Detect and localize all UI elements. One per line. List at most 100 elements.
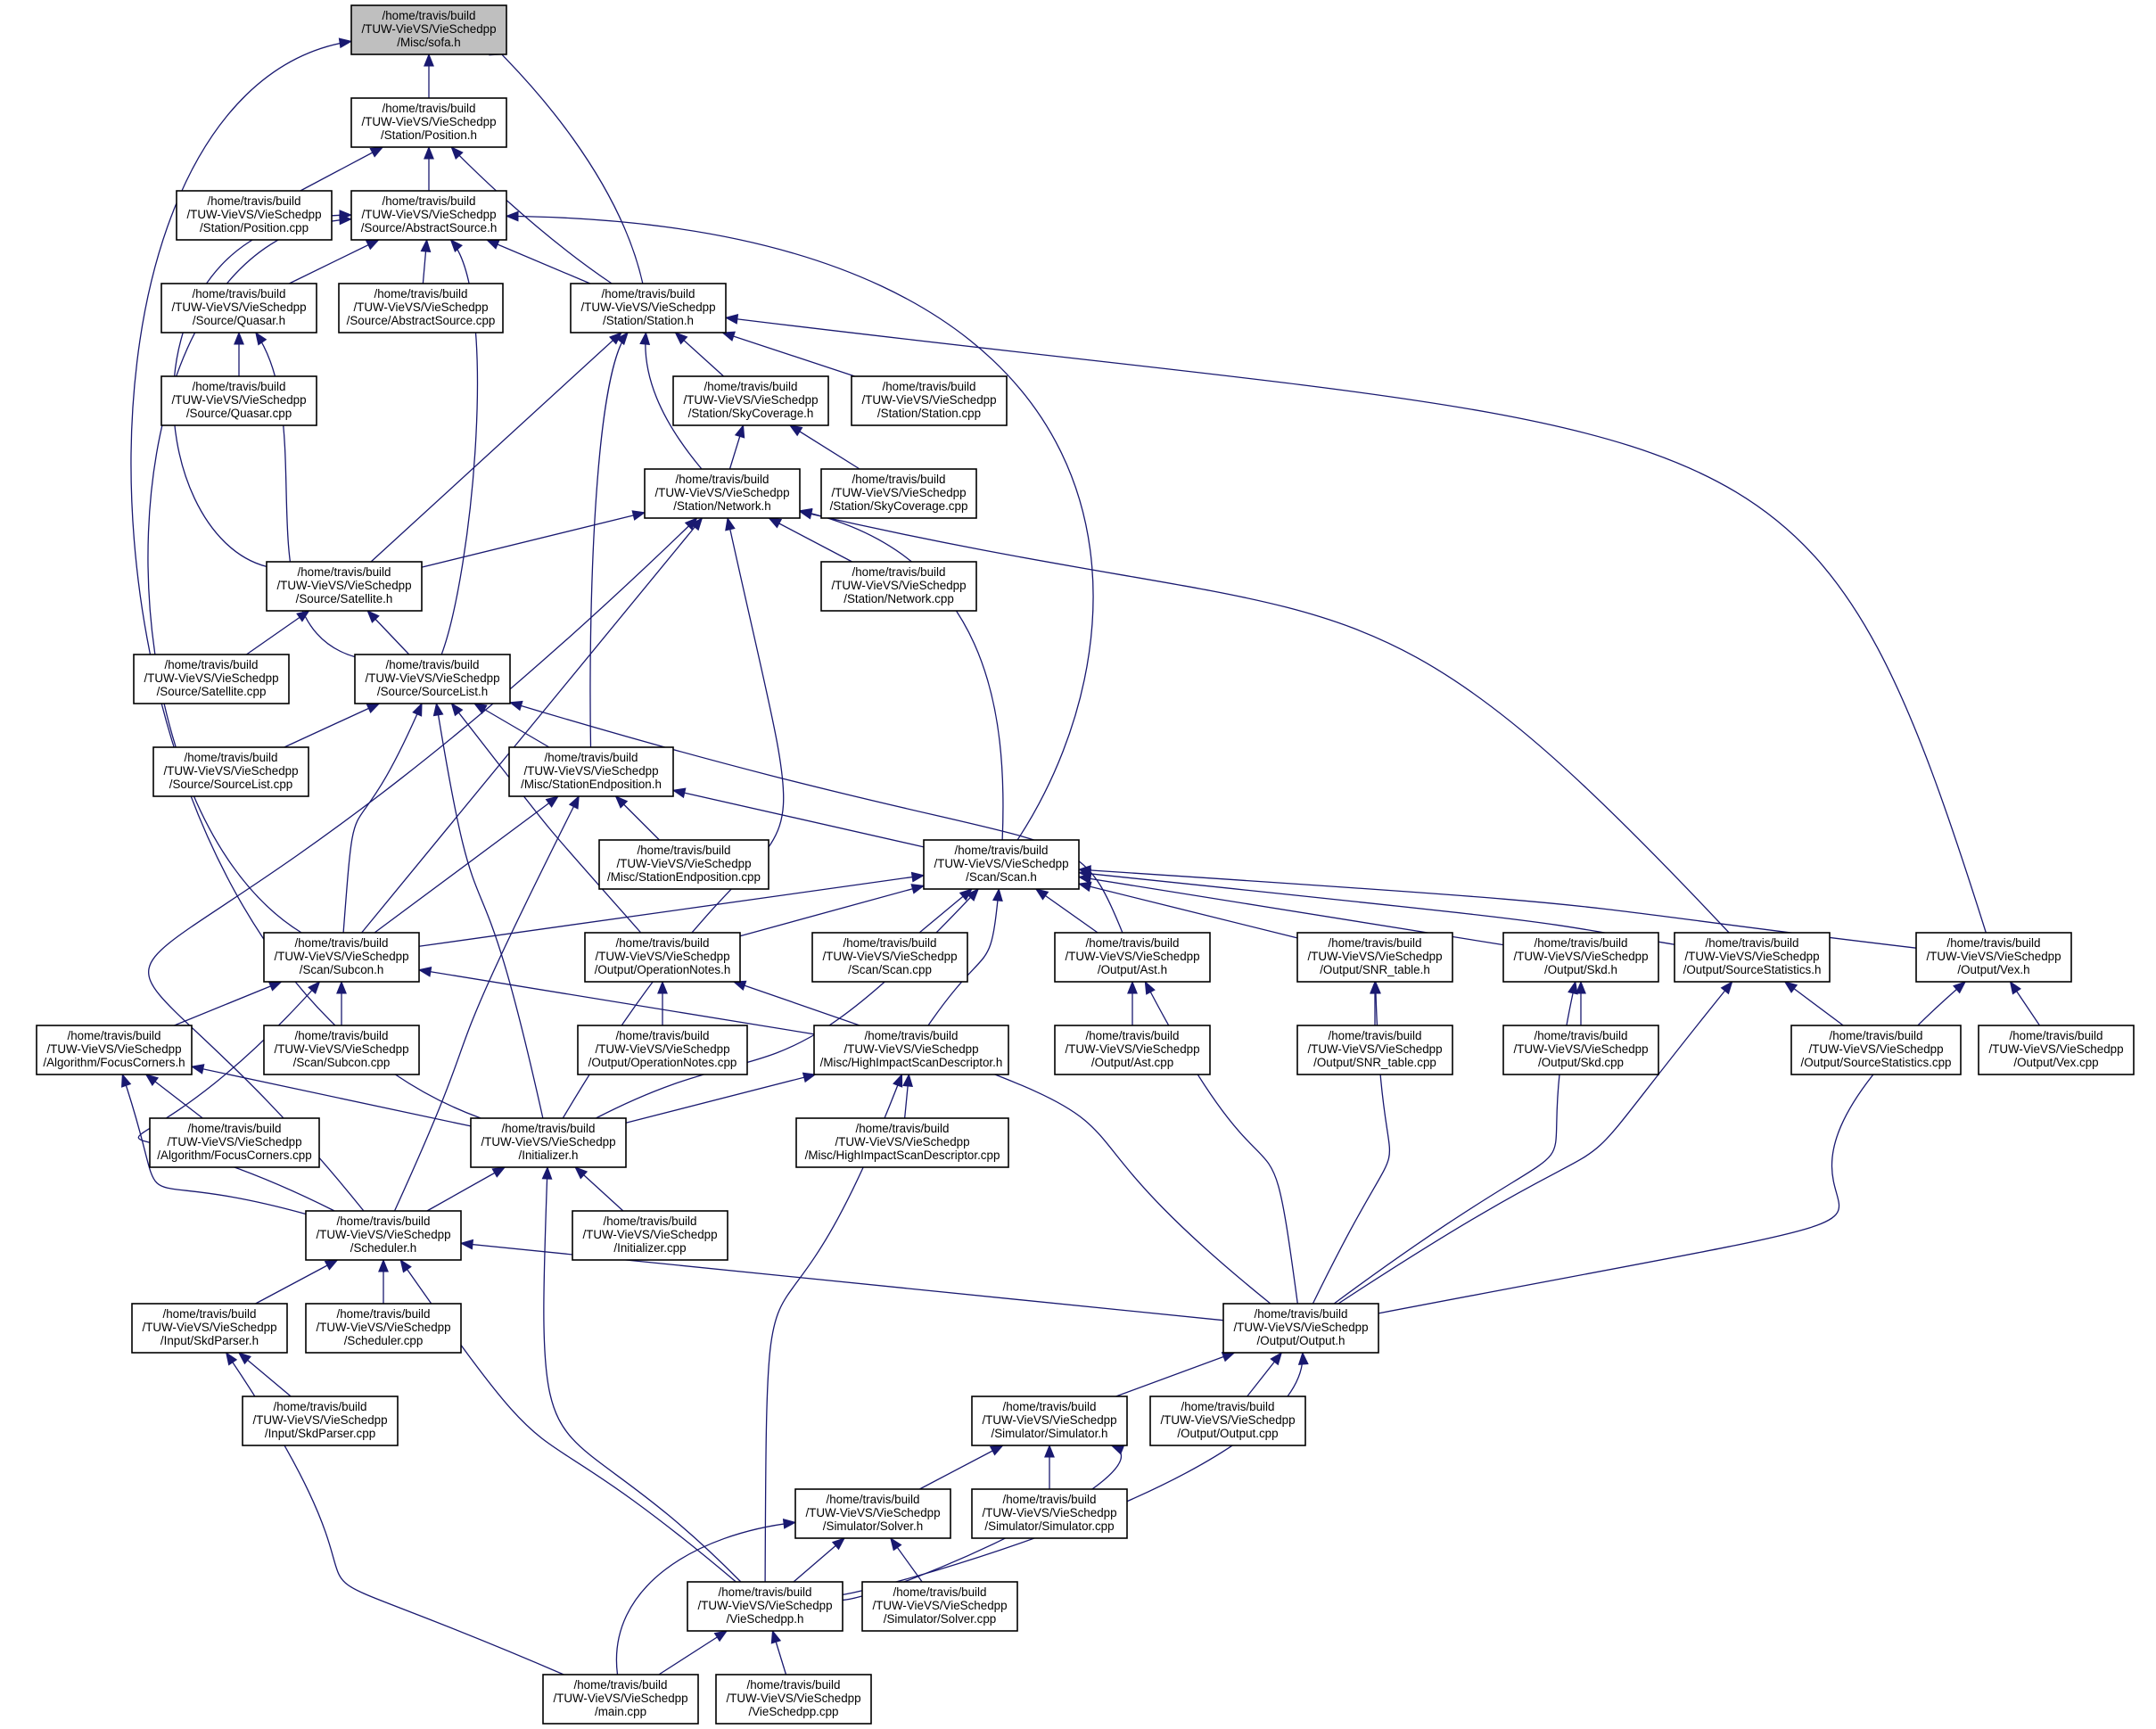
node-label-line: /TUW-VieVS/VieSchedpp: [822, 950, 957, 963]
node-operationnotes-h[interactable]: /home/travis/build/TUW-VieVS/VieSchedpp/…: [584, 932, 741, 983]
edge-arrowhead: [296, 610, 310, 622]
node-box: [923, 839, 1080, 890]
edge-arrowhead: [366, 703, 381, 714]
edge-scan_h-to-abstractsource_h: [505, 210, 1094, 841]
node-focuscorners-h[interactable]: /home/travis/build/TUW-VieVS/VieSchedpp/…: [36, 1025, 193, 1075]
node-sourcelist-cpp[interactable]: /home/travis/build/TUW-VieVS/VieSchedpp/…: [152, 746, 309, 797]
node-sourcelist-h[interactable]: /home/travis/build/TUW-VieVS/VieSchedpp/…: [354, 654, 511, 704]
node-ast-cpp[interactable]: /home/travis/build/TUW-VieVS/VieSchedpp/…: [1054, 1025, 1211, 1075]
node-stationendposition-h[interactable]: /home/travis/build/TUW-VieVS/VieSchedpp/…: [508, 746, 674, 797]
node-skdparser-cpp[interactable]: /home/travis/build/TUW-VieVS/VieSchedpp/…: [242, 1396, 399, 1446]
edge-line: [645, 332, 703, 470]
node-label-line: /TUW-VieVS/VieSchedpp: [1160, 1413, 1295, 1427]
node-sofa[interactable]: /home/travis/build/TUW-VieVS/VieSchedpp/…: [350, 4, 507, 55]
node-scheduler-cpp[interactable]: /home/travis/build/TUW-VieVS/VieSchedpp/…: [305, 1303, 462, 1354]
node-output-cpp[interactable]: /home/travis/build/TUW-VieVS/VieSchedpp/…: [1149, 1396, 1306, 1446]
node-skdparser-h[interactable]: /home/travis/build/TUW-VieVS/VieSchedpp/…: [131, 1303, 288, 1354]
node-label-line: /Algorithm/FocusCorners.cpp: [157, 1149, 311, 1162]
node-label-line: /home/travis/build: [208, 194, 301, 208]
node-label-line: /Scan/Subcon.cpp: [293, 1056, 391, 1069]
node-abstractsource-h[interactable]: /home/travis/build/TUW-VieVS/VieSchedpp/…: [350, 190, 507, 241]
edge-subcon_h-to-network_h: [361, 516, 704, 934]
node-quasar-cpp[interactable]: /home/travis/build/TUW-VieVS/VieSchedpp/…: [160, 375, 317, 426]
node-initializer-h[interactable]: /home/travis/build/TUW-VieVS/VieSchedpp/…: [470, 1117, 627, 1168]
node-satellite-h[interactable]: /home/travis/build/TUW-VieVS/VieSchedpp/…: [266, 561, 423, 612]
edge-sourcelist_h-to-abstractsource_h: [440, 238, 479, 655]
node-station-cpp[interactable]: /home/travis/build/TUW-VieVS/VieSchedpp/…: [851, 375, 1008, 426]
node-vex-cpp[interactable]: /home/travis/build/TUW-VieVS/VieSchedpp/…: [1978, 1025, 2135, 1075]
edge-arrowhead: [966, 888, 980, 902]
node-subcon-cpp[interactable]: /home/travis/build/TUW-VieVS/VieSchedpp/…: [263, 1025, 420, 1075]
node-label-line: /TUW-VieVS/VieSchedpp: [163, 764, 298, 778]
node-label-line: /home/travis/build: [704, 380, 798, 393]
node-box: [1296, 932, 1453, 983]
edge-arrowhead: [267, 981, 283, 992]
node-snr-table-cpp[interactable]: /home/travis/build/TUW-VieVS/VieSchedpp/…: [1296, 1025, 1453, 1075]
edge-arrowhead: [491, 1166, 506, 1178]
edge-arrowhead: [324, 1259, 339, 1271]
node-simulator-cpp[interactable]: /home/travis/build/TUW-VieVS/VieSchedpp/…: [971, 1488, 1128, 1539]
node-label-line: /home/travis/build: [68, 1029, 161, 1042]
node-vieschedpp-cpp[interactable]: /home/travis/build/TUW-VieVS/VieSchedpp/…: [715, 1674, 872, 1725]
node-skycoverage-cpp[interactable]: /home/travis/build/TUW-VieVS/VieSchedpp/…: [820, 468, 977, 519]
node-scan-h[interactable]: /home/travis/build/TUW-VieVS/VieSchedpp/…: [923, 839, 1080, 890]
node-output-h[interactable]: /home/travis/build/TUW-VieVS/VieSchedpp/…: [1222, 1303, 1379, 1354]
node-solver-cpp[interactable]: /home/travis/build/TUW-VieVS/VieSchedpp/…: [861, 1581, 1018, 1632]
edge-arrowhead: [614, 795, 629, 809]
node-network-h[interactable]: /home/travis/build/TUW-VieVS/VieSchedpp/…: [644, 468, 801, 519]
node-ast-h[interactable]: /home/travis/build/TUW-VieVS/VieSchedpp/…: [1054, 932, 1211, 983]
node-skd-cpp[interactable]: /home/travis/build/TUW-VieVS/VieSchedpp/…: [1502, 1025, 1659, 1075]
node-label-line: /Output/Ast.h: [1098, 963, 1167, 976]
node-initializer-cpp[interactable]: /home/travis/build/TUW-VieVS/VieSchedpp/…: [572, 1210, 728, 1261]
edge-station_h-to-position_h: [450, 146, 613, 284]
node-stationendposition-cpp[interactable]: /home/travis/build/TUW-VieVS/VieSchedpp/…: [598, 839, 769, 890]
node-quasar-h[interactable]: /home/travis/build/TUW-VieVS/VieSchedpp/…: [160, 283, 317, 333]
edge-arrowhead: [417, 966, 432, 977]
edge-quasar_h-to-abstractsource_h: [289, 239, 380, 284]
node-main-cpp[interactable]: /home/travis/build/TUW-VieVS/VieSchedpp/…: [542, 1674, 699, 1725]
node-network-cpp[interactable]: /home/travis/build/TUW-VieVS/VieSchedpp/…: [820, 561, 977, 612]
node-position-h[interactable]: /home/travis/build/TUW-VieVS/VieSchedpp/…: [350, 97, 507, 148]
edge-arrowhead: [485, 239, 500, 250]
node-station-h[interactable]: /home/travis/build/TUW-VieVS/VieSchedpp/…: [570, 283, 727, 333]
edge-arrowhead: [1297, 1351, 1309, 1365]
node-sourcestatistics-cpp[interactable]: /home/travis/build/TUW-VieVS/VieSchedpp/…: [1790, 1025, 1962, 1075]
node-operationnotes-cpp[interactable]: /home/travis/build/TUW-VieVS/VieSchedpp/…: [577, 1025, 748, 1075]
edge-line: [927, 888, 1000, 1026]
edge-arrowhead: [802, 1072, 817, 1083]
node-label-line: /TUW-VieVS/VieSchedpp: [1513, 950, 1648, 963]
node-focuscorners-cpp[interactable]: /home/travis/build/TUW-VieVS/VieSchedpp/…: [149, 1117, 320, 1168]
node-box: [1296, 1025, 1453, 1075]
node-label-line: /home/travis/build: [604, 1214, 697, 1228]
node-label-line: /Initializer.h: [519, 1149, 579, 1162]
node-vieschedpp-h[interactable]: /home/travis/build/TUW-VieVS/VieSchedpp/…: [687, 1581, 843, 1632]
node-snr-table-h[interactable]: /home/travis/build/TUW-VieVS/VieSchedpp/…: [1296, 932, 1453, 983]
node-scheduler-h[interactable]: /home/travis/build/TUW-VieVS/VieSchedpp/…: [305, 1210, 462, 1261]
edge-operationnotes_h-to-sourcelist_h: [450, 702, 642, 934]
edge-highimpact_cpp-to-highimpact_h: [902, 1073, 913, 1119]
node-satellite-cpp[interactable]: /home/travis/build/TUW-VieVS/VieSchedpp/…: [133, 654, 290, 704]
edge-arrowhead: [713, 1630, 728, 1643]
edge-line: [725, 317, 1987, 934]
node-label-line: /Source/Satellite.cpp: [157, 685, 267, 698]
node-label-line: /home/travis/build: [1830, 1029, 1923, 1042]
edge-line: [147, 218, 352, 934]
node-abstractsource-cpp[interactable]: /home/travis/build/TUW-VieVS/VieSchedpp/…: [338, 283, 504, 333]
node-skd-h[interactable]: /home/travis/build/TUW-VieVS/VieSchedpp/…: [1502, 932, 1659, 983]
node-scan-cpp[interactable]: /home/travis/build/TUW-VieVS/VieSchedpp/…: [811, 932, 968, 983]
node-skycoverage-h[interactable]: /home/travis/build/TUW-VieVS/VieSchedpp/…: [672, 375, 829, 426]
node-label-line: /home/travis/build: [1181, 1400, 1275, 1413]
node-position-cpp[interactable]: /home/travis/build/TUW-VieVS/VieSchedpp/…: [176, 190, 333, 241]
edge-arrowhead: [631, 510, 646, 521]
node-box: [1149, 1396, 1306, 1446]
edge-main_cpp-to-solver_h: [615, 1518, 797, 1675]
edge-output_h-to-sourcestatistics_h: [1337, 980, 1733, 1305]
node-simulator-h[interactable]: /home/travis/build/TUW-VieVS/VieSchedpp/…: [971, 1396, 1128, 1446]
node-sourcestatistics-h[interactable]: /home/travis/build/TUW-VieVS/VieSchedpp/…: [1674, 932, 1831, 983]
node-subcon-h[interactable]: /home/travis/build/TUW-VieVS/VieSchedpp/…: [263, 932, 420, 983]
node-highimpact-h[interactable]: /home/travis/build/TUW-VieVS/VieSchedpp/…: [813, 1025, 1009, 1075]
node-solver-h[interactable]: /home/travis/build/TUW-VieVS/VieSchedpp/…: [794, 1488, 951, 1539]
node-highimpact-cpp[interactable]: /home/travis/build/TUW-VieVS/VieSchedpp/…: [795, 1117, 1009, 1168]
node-vex-h[interactable]: /home/travis/build/TUW-VieVS/VieSchedpp/…: [1915, 932, 2072, 983]
